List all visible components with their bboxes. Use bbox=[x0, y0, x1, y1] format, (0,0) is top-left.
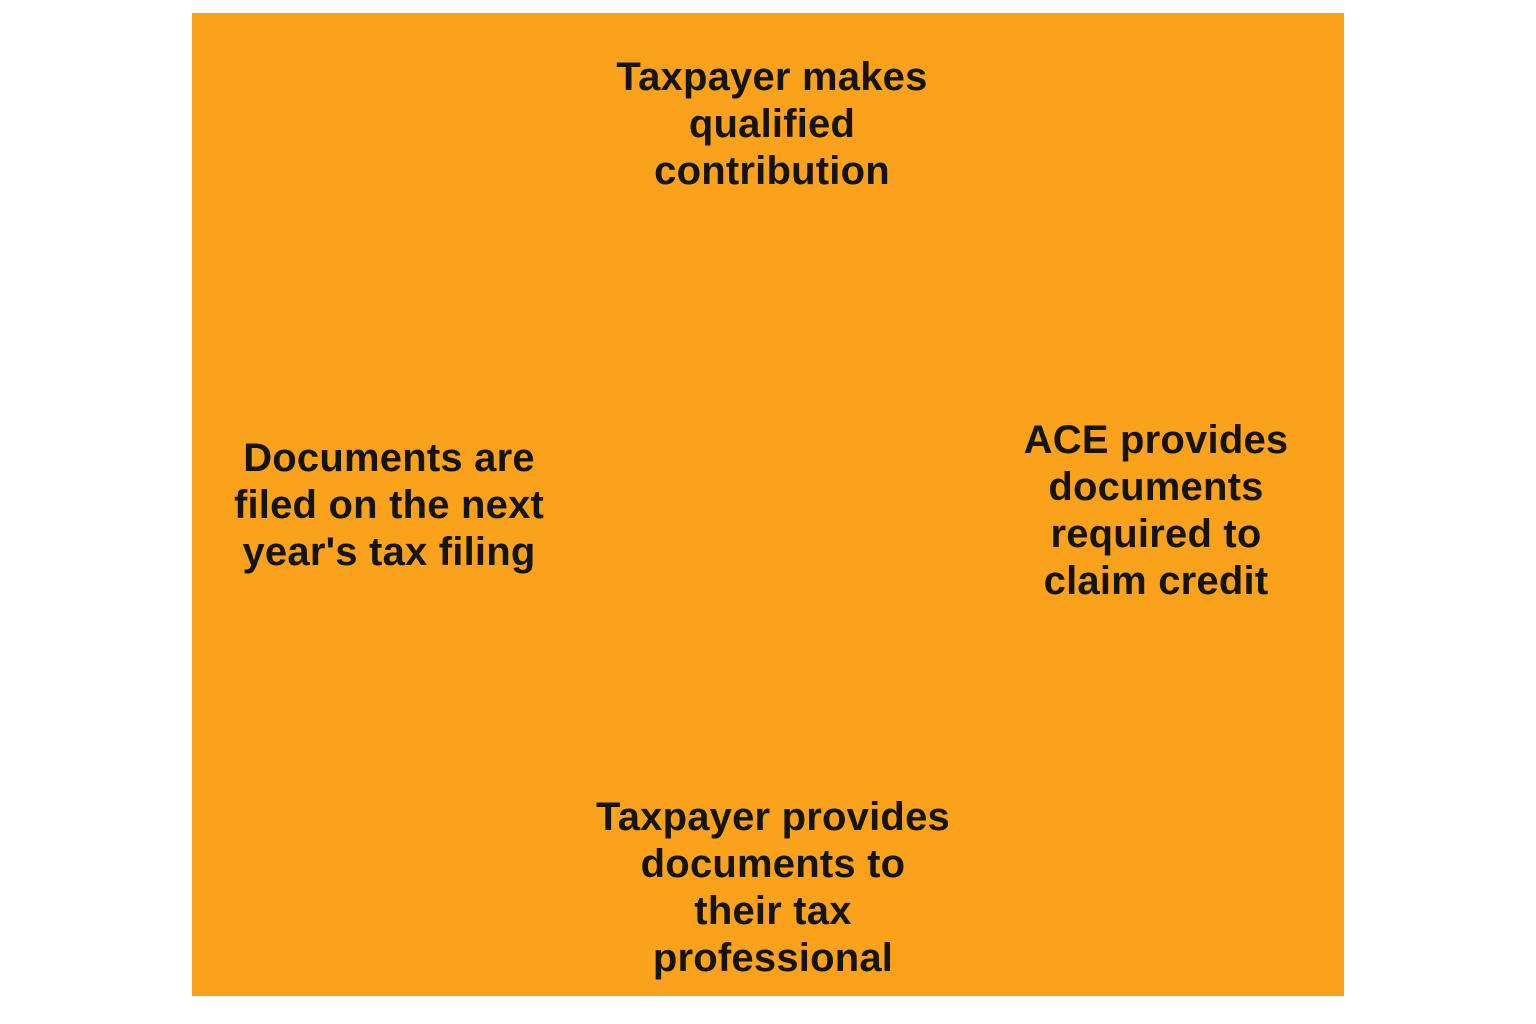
step-label-line: documents to bbox=[640, 842, 906, 886]
step-label-line: contribution bbox=[654, 149, 890, 193]
step-label-line: qualified bbox=[688, 102, 856, 146]
step-label-line: claim credit bbox=[1043, 559, 1269, 603]
step-label-line: Documents are bbox=[243, 436, 535, 480]
step-documents-filed: Documents are filed on the next year's t… bbox=[219, 435, 559, 576]
step-label-line: professional bbox=[652, 936, 894, 980]
step-label-line: required to bbox=[1050, 512, 1262, 556]
cycle-diagram-panel: Taxpayer makes qualified contribution AC… bbox=[192, 13, 1344, 996]
step-label-line: their tax bbox=[694, 889, 852, 933]
step-taxpayer-provides-documents: Taxpayer provides documents to their tax… bbox=[563, 794, 983, 982]
step-taxpayer-makes-contribution: Taxpayer makes qualified contribution bbox=[572, 54, 972, 195]
step-label-line: ACE provides bbox=[1023, 418, 1289, 462]
step-ace-provides-documents: ACE provides documents required to claim… bbox=[1006, 417, 1306, 605]
step-label-line: filed on the next bbox=[233, 483, 545, 527]
step-label-line: Taxpayer provides bbox=[596, 795, 950, 839]
step-label-line: documents bbox=[1048, 465, 1264, 509]
step-label-line: Taxpayer makes bbox=[616, 55, 928, 99]
step-label-line: year's tax filing bbox=[242, 530, 536, 574]
